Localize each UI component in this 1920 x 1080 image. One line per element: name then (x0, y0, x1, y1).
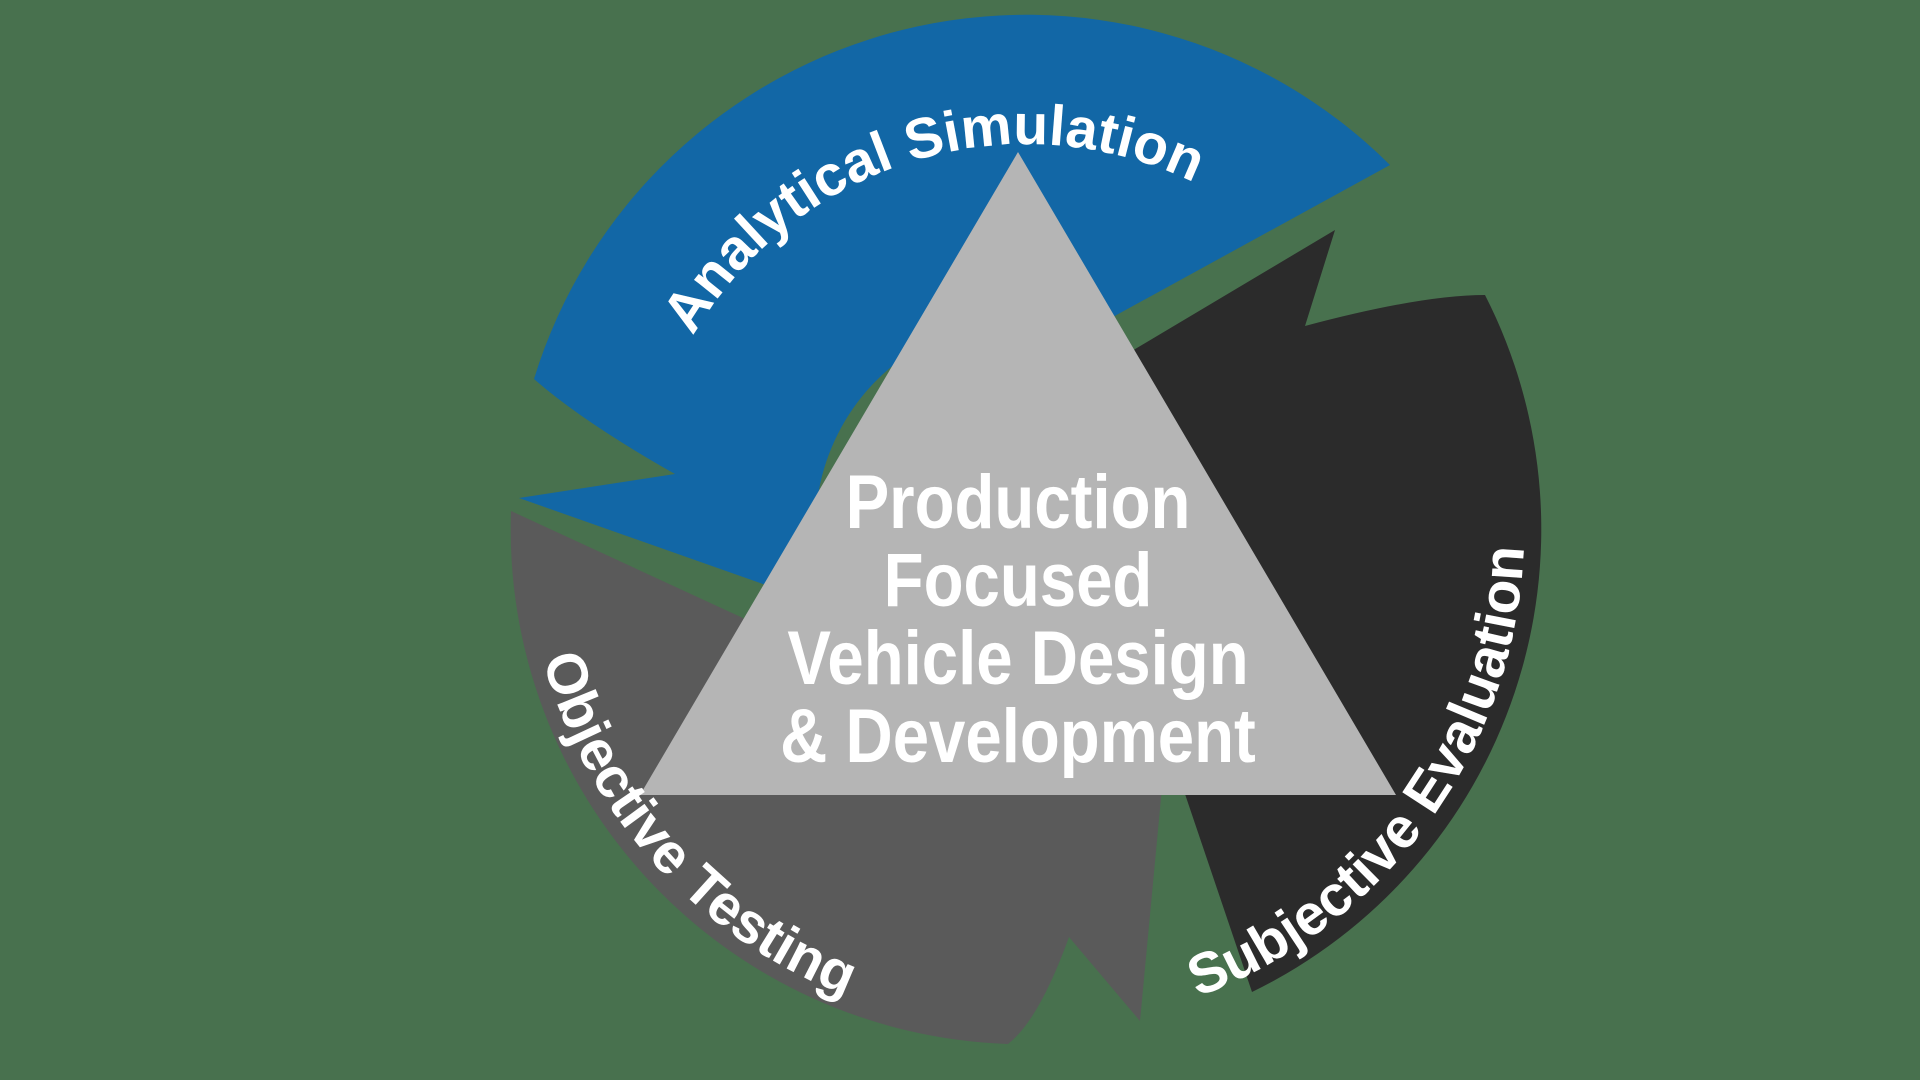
center-label-line-4: & Development (780, 694, 1256, 779)
arrow-subjective-evaluation (1105, 230, 1542, 992)
center-label-line-3: Vehicle Design (787, 616, 1248, 701)
center-label-line-1: Production (846, 460, 1191, 545)
center-triangle (640, 152, 1396, 795)
center-label-line-2: Focused (884, 538, 1153, 623)
